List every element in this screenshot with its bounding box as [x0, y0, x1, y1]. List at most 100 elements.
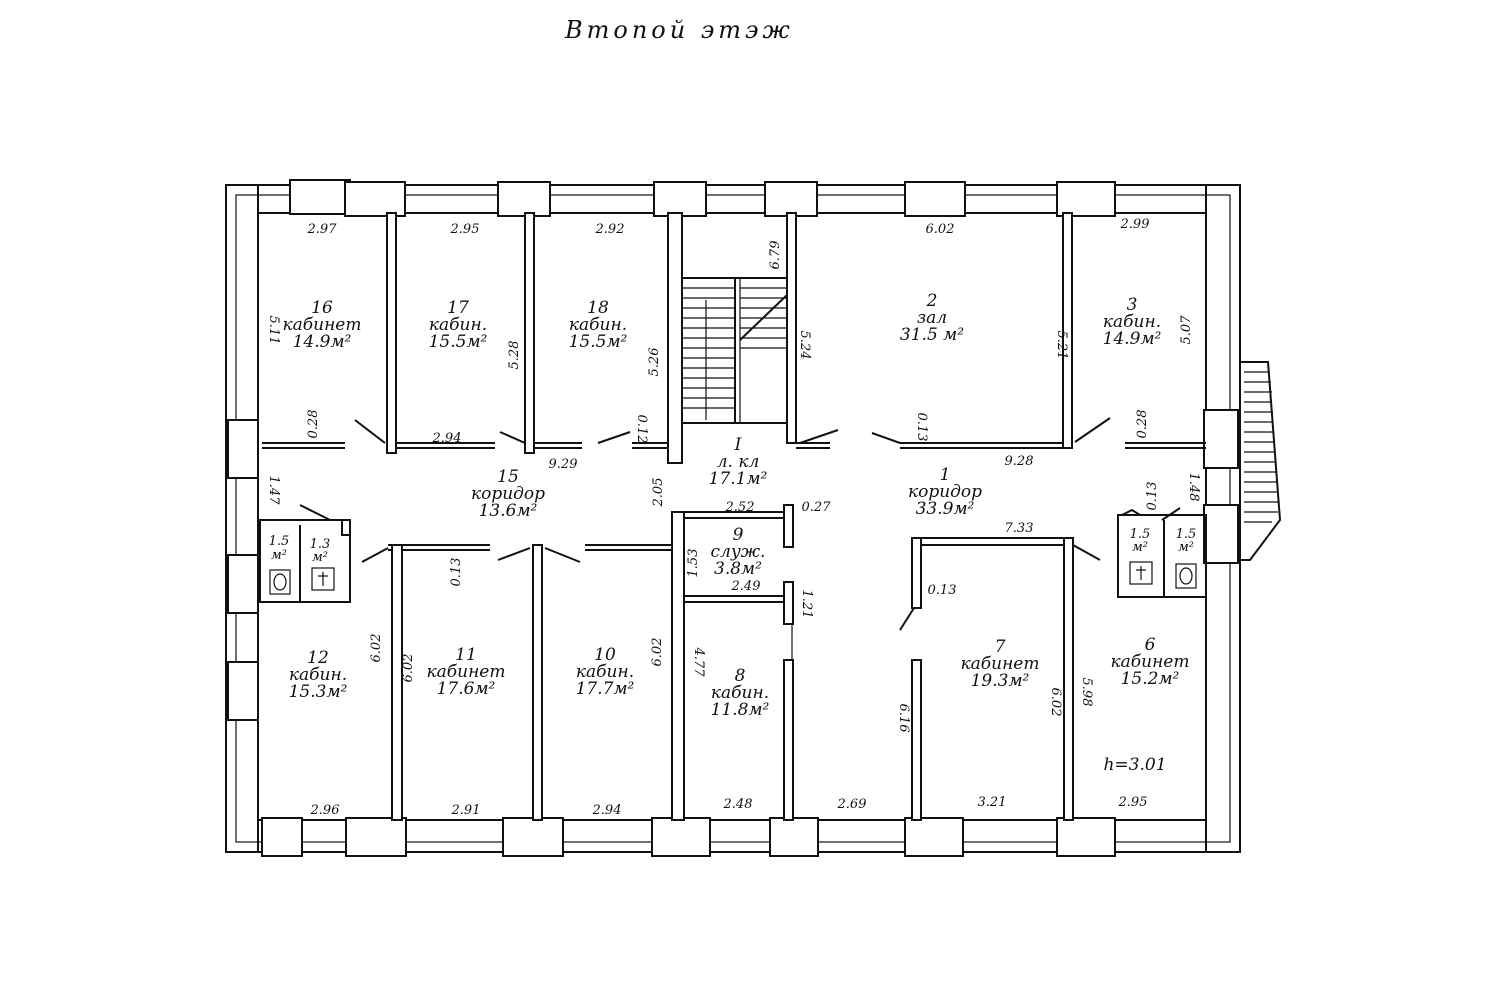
- dimension-label: 6.16: [896, 704, 911, 733]
- external-stair: [1240, 361, 1282, 561]
- room-name: кабинет: [961, 654, 1040, 674]
- dimension-label: 5.07: [1179, 315, 1194, 345]
- wc-unit: м²: [312, 550, 328, 565]
- room-area: 15.3м²: [289, 682, 348, 702]
- dimension-label: 2.49: [731, 579, 761, 594]
- room-2: 2 зал 31.5 м²: [900, 291, 964, 345]
- wc-left-b: 1.3 м²: [310, 537, 331, 565]
- dimension-labels: 2.97 2.95 2.92 6.02 2.99 6.79 5.11 5.28 …: [266, 217, 1201, 818]
- wc-unit: м²: [1178, 540, 1194, 555]
- dimension-label: 5.26: [647, 348, 662, 377]
- room-area: 15.2м²: [1121, 669, 1180, 689]
- room-7: 7 кабинет 19.3м²: [961, 637, 1040, 691]
- room-number: 11: [455, 645, 477, 665]
- room-area: 33.9м²: [916, 499, 975, 519]
- room-name: кабин.: [569, 315, 627, 335]
- room-number: 3: [1127, 295, 1138, 315]
- dimension-label: 0.13: [928, 583, 957, 598]
- wc-right-b: 1.5 м²: [1176, 527, 1197, 555]
- dimension-label: 0.27: [802, 500, 832, 515]
- dimension-label: 2.95: [1118, 795, 1148, 810]
- dimension-label: 2.96: [310, 803, 340, 818]
- dimension-label: 2.69: [837, 797, 867, 812]
- dimension-label: 5.11: [266, 316, 281, 345]
- door-swings: [299, 417, 1181, 660]
- dimension-label: 2.48: [723, 797, 753, 812]
- room-name: кабин.: [576, 662, 634, 682]
- dimension-label: 2.95: [450, 222, 480, 237]
- room-11: 11 кабинет 17.6м²: [427, 645, 506, 699]
- room-number: 2: [926, 291, 938, 311]
- dimension-label: 1.47: [266, 476, 281, 506]
- dimension-label: 4.77: [691, 647, 706, 678]
- room-name: кабинет: [1111, 652, 1190, 672]
- interior-stair: [681, 277, 788, 424]
- toilet-icon: [1175, 563, 1197, 589]
- room-18: 18 кабин. 15.5м²: [569, 298, 628, 352]
- room-number: 6: [1145, 635, 1156, 655]
- room-area: 31.5 м²: [900, 325, 964, 345]
- room-name: кабин.: [429, 315, 487, 335]
- dimension-label: 1.21: [799, 590, 814, 619]
- dimension-label: 6.02: [401, 654, 416, 683]
- room-number: 12: [307, 648, 329, 668]
- dimension-label: 0.13: [449, 558, 464, 587]
- dimension-label: 9.28: [1005, 454, 1034, 469]
- wc-unit: м²: [271, 548, 287, 563]
- room-number: 18: [587, 298, 609, 318]
- dimension-label: 2.05: [651, 478, 666, 508]
- room-name: коридор: [908, 482, 982, 502]
- dimension-label: 6.02: [1048, 688, 1063, 717]
- toilet-icon: [269, 569, 291, 595]
- room-12: 12 кабин. 15.3м²: [289, 648, 348, 702]
- room-number: 8: [735, 666, 746, 686]
- room-area: 13.6м²: [479, 501, 538, 521]
- room-name: зал: [917, 308, 947, 328]
- dimension-label: 5.28: [507, 341, 522, 370]
- room-area: 14.9м²: [293, 332, 352, 352]
- room-name: служ.: [711, 542, 766, 562]
- room-area: 17.1м²: [709, 469, 768, 489]
- wc-area: 1.3: [310, 537, 331, 552]
- dimension-label: 5.24: [797, 331, 812, 360]
- dimension-label: 2.91: [451, 803, 481, 818]
- room-name: коридор: [471, 484, 545, 504]
- dimension-label: 5.98: [1079, 678, 1094, 707]
- window-piers: [227, 179, 1239, 857]
- dimension-label: 7.33: [1005, 521, 1034, 536]
- room-name: кабин.: [1103, 312, 1161, 332]
- interior-walls: [259, 212, 1207, 821]
- plan-title: Втопой этэж: [564, 16, 794, 44]
- wc-area: 1.5: [1176, 527, 1197, 542]
- room-labels: 16 кабинет 14.9м² 17 кабин. 15.5м² 18 ка…: [269, 291, 1197, 720]
- dimension-label: 2.94: [592, 803, 622, 818]
- room-name: кабин.: [711, 683, 769, 703]
- room-name: кабинет: [427, 662, 506, 682]
- room-area: 3.8м²: [714, 559, 762, 579]
- ceiling-height-note: h=3.01: [1103, 755, 1166, 775]
- room-number: 15: [497, 467, 519, 487]
- room-10: 10 кабин. 17.7м²: [576, 645, 635, 699]
- dimension-label: 2.97: [307, 222, 338, 237]
- dimension-label: 2.92: [595, 222, 625, 237]
- dimension-label: 5.21: [1054, 331, 1069, 360]
- dimension-label: 0.12: [634, 415, 649, 444]
- dimension-label: 0.13: [1145, 482, 1160, 511]
- sink-icon: [311, 567, 335, 591]
- room-area: 17.7м²: [576, 679, 635, 699]
- wc-area: 1.5: [269, 534, 290, 549]
- room-number: 16: [311, 298, 333, 318]
- dimension-label: 2.52: [725, 500, 755, 515]
- room-number: I: [734, 435, 742, 455]
- room-number: 9: [733, 525, 744, 545]
- dimension-label: 6.02: [369, 634, 384, 663]
- dimension-label: 3.21: [978, 795, 1007, 810]
- room-6: 6 кабинет 15.2м²: [1111, 635, 1190, 689]
- room-9: 9 служ. 3.8м²: [711, 525, 766, 579]
- room-16: 16 кабинет 14.9м²: [283, 298, 362, 352]
- dimension-label: 6.79: [768, 241, 783, 270]
- room-number: 1: [940, 465, 951, 485]
- wc-unit: м²: [1132, 540, 1148, 555]
- room-name: кабинет: [283, 315, 362, 335]
